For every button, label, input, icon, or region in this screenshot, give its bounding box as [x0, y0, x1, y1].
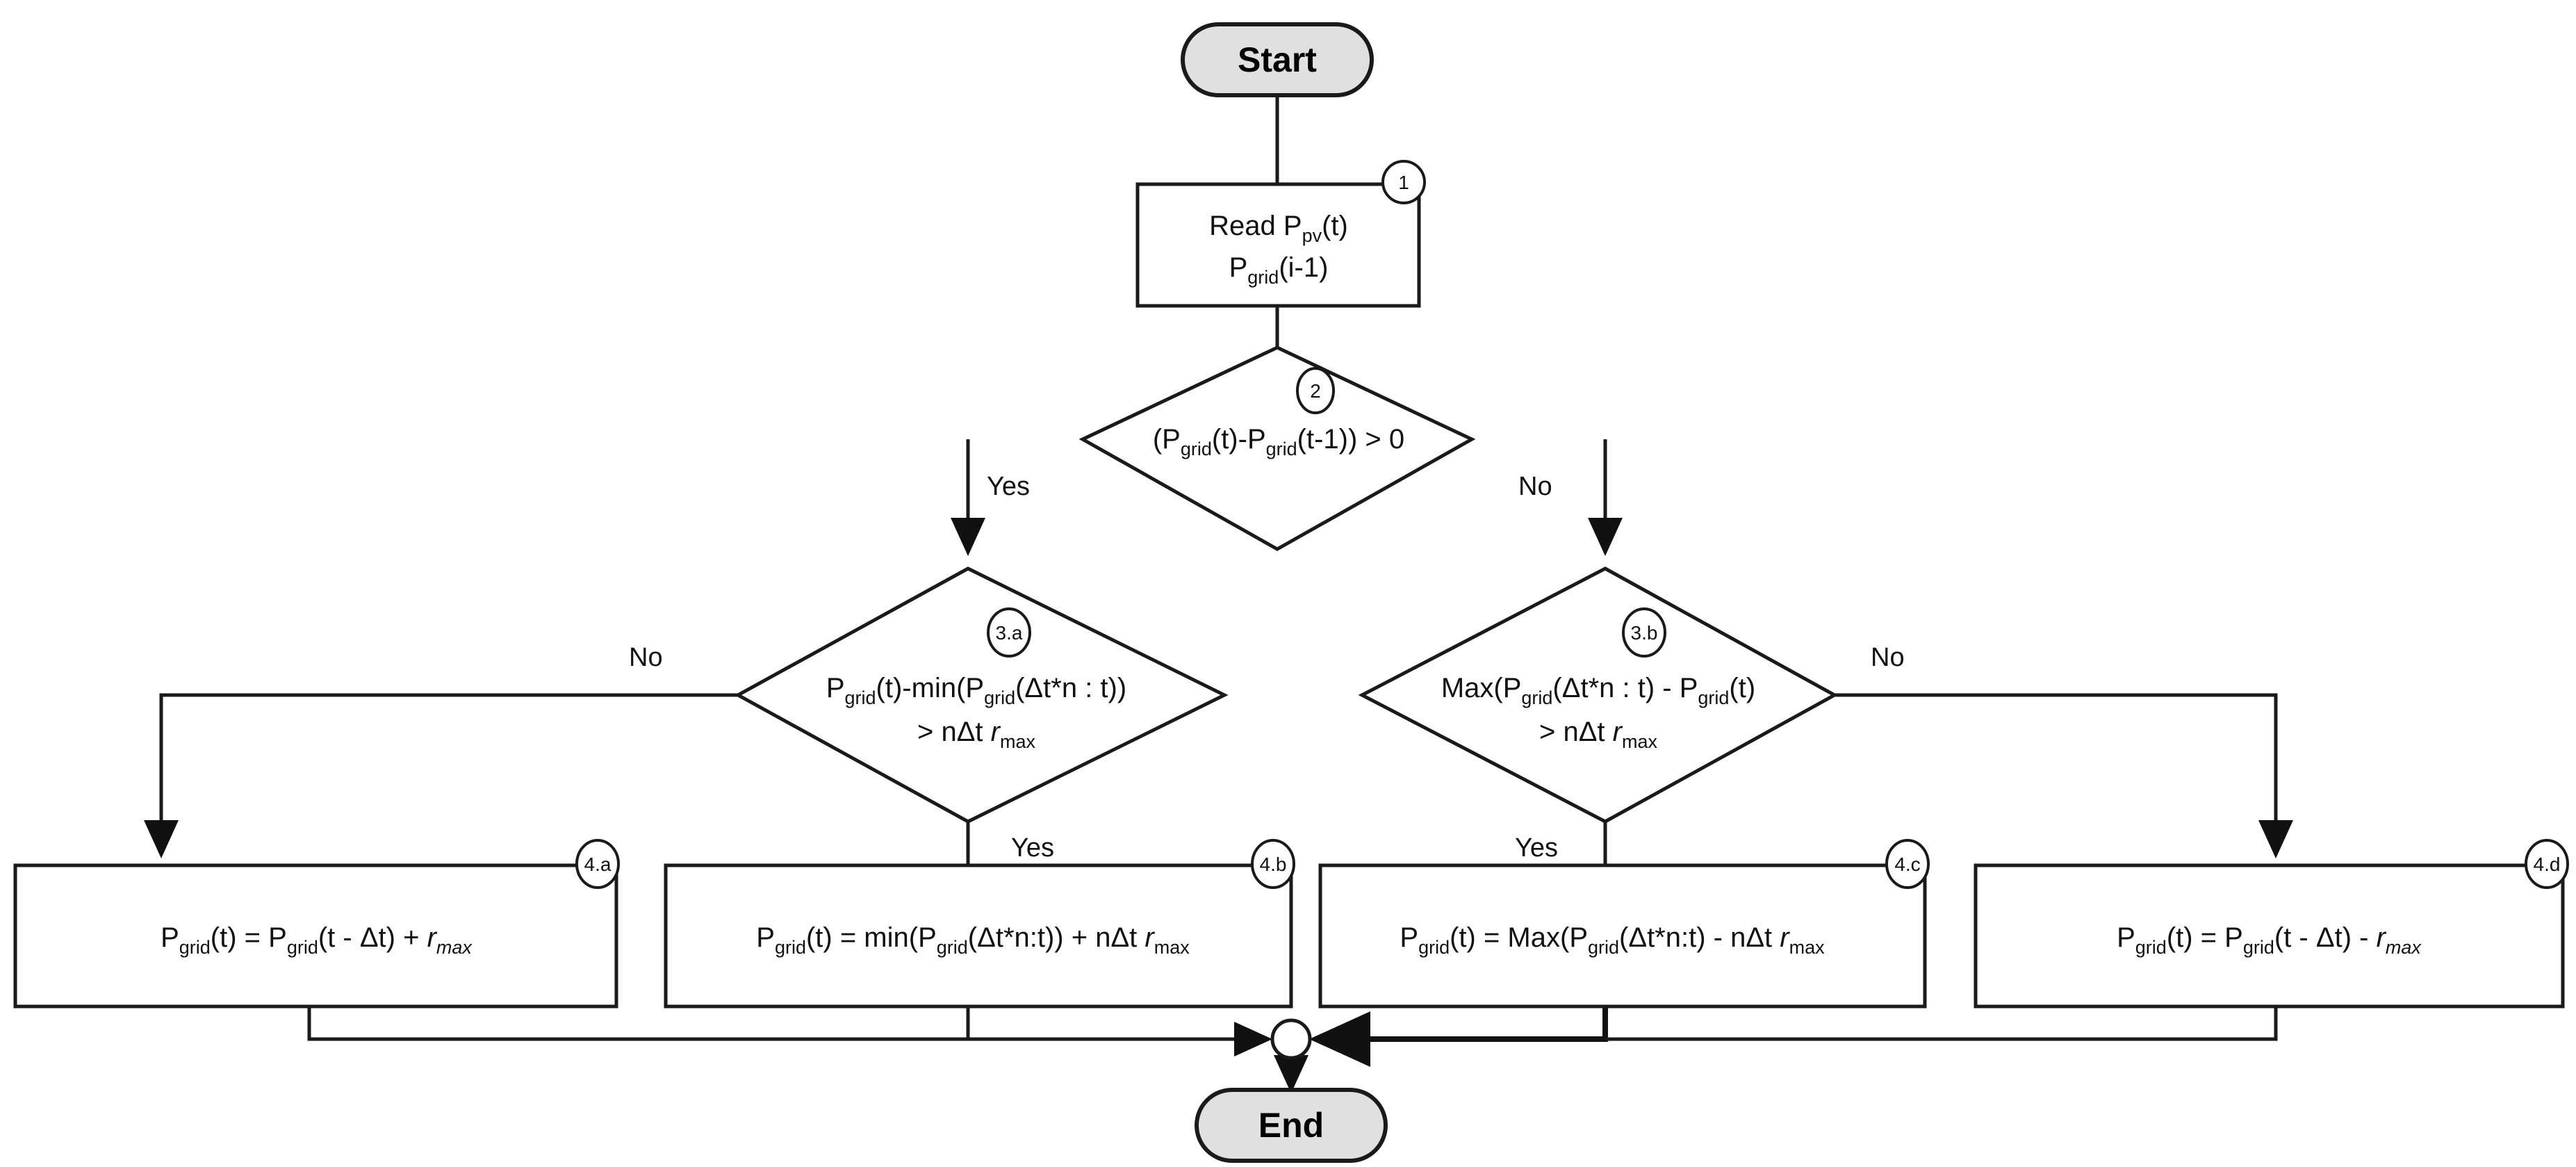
edge-d3b-no-to-b4d: [1835, 693, 2293, 858]
b4d-label: Pgrid(t) = Pgrid(t - Δt) - rmax: [2117, 922, 2422, 958]
marker-label-4a: 4.a: [584, 854, 612, 875]
marker-label-3a: 3.a: [996, 622, 1023, 644]
marker-circle-3a: [987, 607, 1031, 658]
node-decision-3b[interactable]: Max(Pgrid(Δt*n : t) - Pgrid(t) > nΔt rma…: [1358, 566, 1839, 824]
edge-b4a-to-junction: [307, 1006, 1272, 1056]
end-label: End: [1258, 1106, 1324, 1145]
edge-d3a-no-to-b4a: [144, 693, 738, 858]
read-shape: [1135, 182, 1421, 308]
node-box-4c[interactable]: Pgrid(t) = Max(Pgrid(Δt*n:t) - nΔt rmax …: [1318, 839, 1930, 1009]
edge-label-d3a-no: No: [629, 643, 663, 672]
edge-label-d3b-yes: Yes: [1515, 833, 1558, 863]
d3b-line1: Max(Pgrid(Δt*n : t) - Pgrid(t): [1441, 673, 1755, 708]
start-label: Start: [1238, 40, 1317, 79]
marker-label-4c: 4.c: [1894, 854, 1920, 875]
d3b-shape: [1358, 566, 1839, 824]
d3a-line2: > nΔt rmax: [917, 717, 1036, 752]
marker-label-4d: 4.d: [2534, 854, 2561, 875]
b4c-label: Pgrid(t) = Max(Pgrid(Δt*n:t) - nΔt rmax: [1400, 922, 1825, 958]
marker-circle-4d: [2525, 839, 2569, 889]
d2-shape: [1078, 345, 1476, 551]
edge-b4c-to-junction: [1309, 1006, 1608, 1067]
read-line1: Read Ppv(t): [1209, 211, 1348, 246]
d3a-line1: Pgrid(t)-min(Pgrid(Δt*n : t)): [826, 673, 1126, 708]
node-box-4d[interactable]: Pgrid(t) = Pgrid(t - Δt) - rmax 4.d: [1974, 839, 2569, 1009]
read-line2: Pgrid(i-1): [1229, 252, 1329, 288]
marker-circle-4c: [1885, 839, 1930, 889]
d3b-line2: > nΔt rmax: [1539, 717, 1658, 752]
marker-label-4b: 4.b: [1260, 854, 1287, 875]
marker-circle-4a: [575, 839, 620, 889]
edge-b4d-to-bus: [1605, 1006, 2278, 1041]
node-decision-2[interactable]: (Pgrid(t)-Pgrid(t-1)) > 0 2: [1078, 345, 1476, 551]
b4b-shape: [664, 863, 1293, 1009]
d2-label: (Pgrid(t)-Pgrid(t-1)) > 0: [1153, 424, 1404, 459]
marker-circle-1: [1381, 160, 1426, 204]
marker-circle-3b: [1622, 607, 1666, 658]
b4a-label: Pgrid(t) = Pgrid(t - Δt) + rmax: [161, 922, 473, 958]
b4b-label: Pgrid(t) = min(Pgrid(Δt*n:t)) + nΔt rmax: [756, 922, 1190, 958]
marker-label-1: 1: [1398, 172, 1409, 193]
edge-label-d3a-yes: Yes: [1011, 833, 1054, 863]
node-decision-3a[interactable]: Pgrid(t)-min(Pgrid(Δt*n : t)) > nΔt rmax…: [734, 566, 1229, 824]
node-end[interactable]: End: [1195, 1088, 1388, 1163]
node-start[interactable]: Start: [1181, 22, 1374, 97]
marker-circle-2: [1296, 367, 1335, 414]
start-shape: [1181, 22, 1374, 97]
junction-connector[interactable]: [1270, 1018, 1312, 1060]
marker-label-3b: 3.b: [1631, 622, 1658, 644]
b4a-shape: [13, 863, 618, 1009]
node-box-4b[interactable]: Pgrid(t) = min(Pgrid(Δt*n:t)) + nΔt rmax…: [664, 839, 1295, 1009]
b4c-shape: [1318, 863, 1927, 1009]
edge-label-d2-yes: Yes: [987, 472, 1030, 501]
edge-label-d3b-no: No: [1871, 643, 1905, 672]
marker-label-2: 2: [1310, 380, 1321, 402]
d3a-shape: [734, 566, 1229, 824]
node-box-4a[interactable]: Pgrid(t) = Pgrid(t - Δt) + rmax 4.a: [13, 839, 620, 1009]
end-shape: [1195, 1088, 1388, 1163]
node-read[interactable]: Read Ppv(t) Pgrid(i-1) 1: [1135, 160, 1426, 308]
marker-circle-4b: [1251, 839, 1295, 889]
b4d-shape: [1974, 863, 2565, 1009]
edge-label-d2-no: No: [1518, 472, 1552, 501]
